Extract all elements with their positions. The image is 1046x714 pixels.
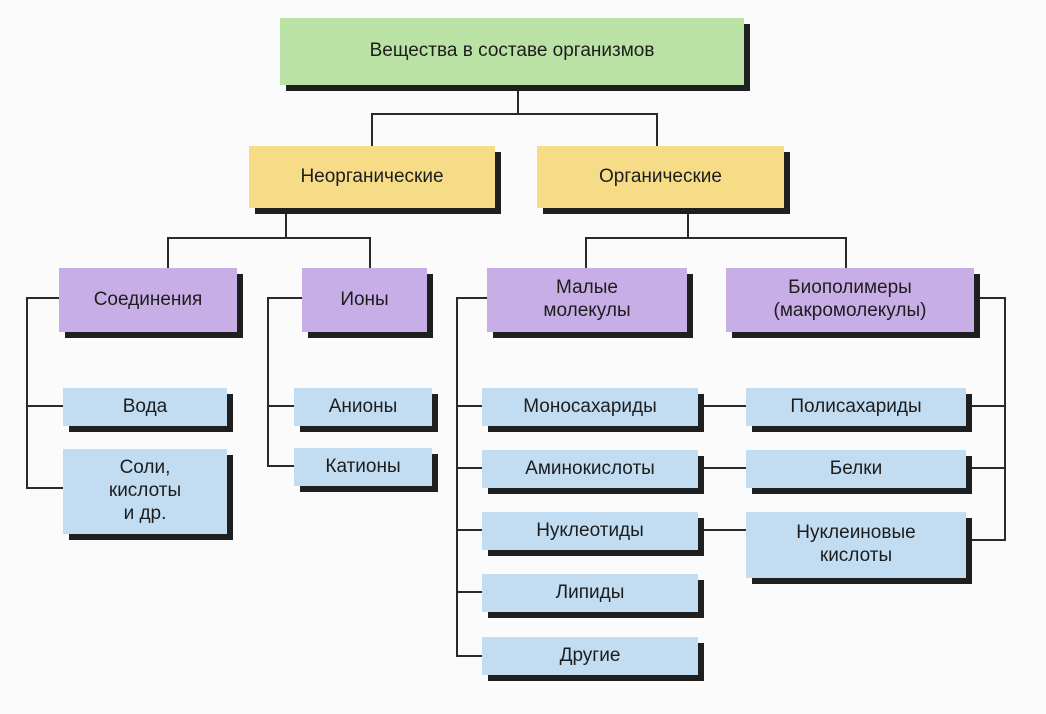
proteins-label: Белки — [829, 457, 883, 479]
ions-node: Ионы — [302, 268, 427, 332]
amino-acids-node: Аминокислоты — [482, 450, 698, 488]
lipids-label: Липиды — [555, 581, 625, 603]
inorganic-label: Неорганические — [300, 165, 444, 187]
biopolymers-node: Биополимеры (макромолекулы) — [726, 268, 974, 332]
compounds-label: Соединения — [93, 288, 203, 310]
organic-label: Органические — [599, 165, 722, 187]
biopolymers-label: Биополимеры (макромолекулы) — [773, 277, 927, 321]
others-node: Другие — [482, 637, 698, 675]
cations-label: Катионы — [325, 455, 401, 477]
polysaccharides-label: Полисахариды — [790, 395, 922, 417]
nucleic-acids-node: Нуклеиновые кислоты — [746, 512, 966, 578]
anions-node: Анионы — [294, 388, 432, 426]
inorganic-node: Неорганические — [249, 146, 495, 208]
monosaccharides-label: Моносахариды — [523, 395, 657, 417]
lipids-node: Липиды — [482, 574, 698, 612]
nucleotides-label: Нуклеотиды — [536, 519, 644, 541]
cations-node: Катионы — [294, 448, 432, 486]
polysaccharides-node: Полисахариды — [746, 388, 966, 426]
nucleic-acids-label: Нуклеиновые кислоты — [796, 522, 916, 566]
monosaccharides-node: Моносахариды — [482, 388, 698, 426]
root-label: Вещества в составе организмов — [369, 40, 655, 62]
root-node: Вещества в составе организмов — [280, 18, 744, 85]
small-molecules-label: Малые молекулы — [543, 277, 631, 321]
ions-label: Ионы — [340, 288, 389, 310]
proteins-node: Белки — [746, 450, 966, 488]
compounds-node: Соединения — [59, 268, 237, 332]
organic-node: Органические — [537, 146, 784, 208]
water-label: Вода — [122, 395, 168, 417]
salts-acids-label: Соли, кислоты и др. — [108, 457, 182, 524]
nucleotides-node: Нуклеотиды — [482, 512, 698, 550]
others-label: Другие — [559, 644, 621, 666]
anions-label: Анионы — [328, 395, 398, 417]
water-node: Вода — [63, 388, 227, 426]
salts-acids-node: Соли, кислоты и др. — [63, 449, 227, 534]
amino-acids-label: Аминокислоты — [525, 457, 655, 479]
small-molecules-node: Малые молекулы — [487, 268, 687, 332]
